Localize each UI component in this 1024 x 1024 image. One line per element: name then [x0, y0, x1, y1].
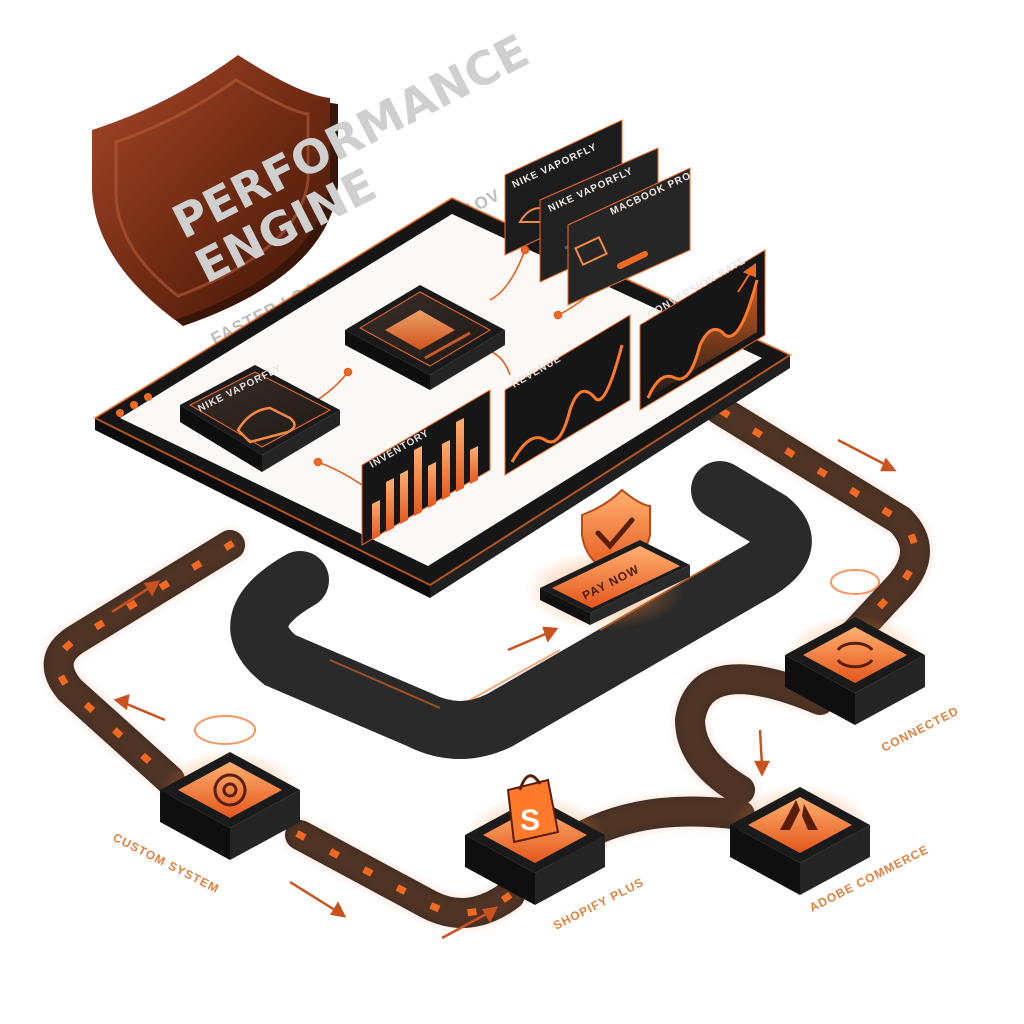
shield-icon [92, 55, 330, 320]
window-controls [116, 393, 152, 417]
window-dot-icon [130, 401, 138, 409]
gear-icon [213, 773, 247, 807]
sneaker-icon [236, 406, 296, 444]
inner-track [230, 461, 812, 759]
laptop-icon [385, 310, 455, 350]
arrow-icon [753, 729, 771, 777]
hero-shield [92, 55, 338, 326]
arrow-icon [507, 626, 559, 652]
svg-text:S: S [520, 804, 540, 837]
dashboard-window [92, 196, 793, 598]
conversion-area [648, 280, 757, 398]
window-dot-icon [144, 393, 152, 401]
checkout-element: PAY NOW [524, 488, 690, 630]
sync-icon [836, 641, 874, 669]
arrow-icon [289, 880, 347, 918]
trend-up-icon [737, 263, 756, 293]
node-adobe-commerce: ADOBE COMMERCE [730, 785, 931, 915]
arrow-icon [441, 906, 499, 940]
arrow-icon [111, 580, 161, 614]
laptop-icon [574, 236, 608, 266]
shopping-bag-icon: S [506, 774, 560, 844]
window-dot-icon [116, 409, 124, 417]
pay-now-button[interactable] [552, 546, 680, 608]
inventory-bars [372, 418, 478, 540]
arrow-icon [837, 438, 897, 472]
arrow-icon [113, 694, 166, 722]
node-shopify-plus: S SHOPIFY PLUS [465, 774, 646, 933]
connected-label: CONNECTED [879, 704, 961, 755]
product-card-stack: NIKE VAPORFLY NIKE VAPORFLY MACBOOK PRO [504, 119, 693, 306]
signal-ring-icon [830, 569, 880, 595]
adobe-logo-icon [780, 800, 818, 830]
revenue-line [510, 344, 624, 463]
flow-arrows [111, 438, 897, 940]
laptop-card [345, 285, 505, 390]
conveyor-track [42, 394, 931, 929]
signal-ring-icon [194, 715, 256, 745]
